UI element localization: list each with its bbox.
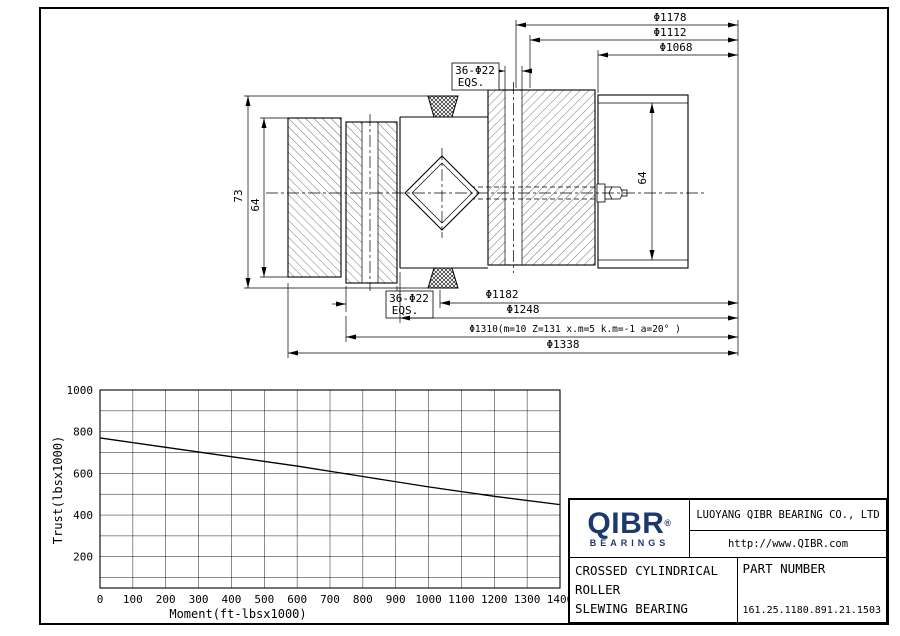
dim-phi1068-label: Φ1068 [659, 41, 692, 54]
y-tick-label: 400 [73, 509, 93, 522]
grease-passage [470, 186, 600, 200]
x-tick-label: 1000 [415, 593, 442, 606]
product-line-3: SLEWING BEARING [575, 601, 688, 616]
plot-border [99, 389, 561, 589]
dim-phi1338-label: Φ1338 [546, 338, 579, 351]
top-holes-label: 36-Φ22 [455, 64, 495, 77]
x-tick-label: 1400 [547, 593, 574, 606]
x-tick-label: 1300 [514, 593, 541, 606]
part-number-cell: PART NUMBER 161.25.1180.891.21.1503 [738, 558, 886, 622]
title-block-top-row: QIBR® BEARINGS LUOYANG QIBR BEARING CO.,… [570, 500, 886, 558]
part-number-value: 161.25.1180.891.21.1503 [742, 605, 881, 616]
title-block: QIBR® BEARINGS LUOYANG QIBR BEARING CO.,… [568, 498, 888, 624]
part-number-label: PART NUMBER [742, 561, 826, 576]
x-tick-label: 200 [156, 593, 176, 606]
x-tick-label: 300 [189, 593, 209, 606]
dimension-annotations: Φ1178 Φ1112 Φ1068 36-Φ22 EQS. 73 64 64 3… [232, 11, 739, 358]
x-tick-label: 800 [353, 593, 373, 606]
x-tick-label: 1200 [481, 593, 508, 606]
x-tick-label: 100 [123, 593, 143, 606]
bearing-cross-section [266, 82, 704, 291]
x-axis-label: Moment(ft-lbsx1000) [169, 607, 306, 621]
outer-ring [487, 89, 596, 266]
upper-seal [427, 95, 459, 118]
top-holes-callout-box [451, 62, 500, 91]
dim-64-right-label: 64 [636, 171, 649, 185]
x-tick-label: 500 [254, 593, 274, 606]
bottom-holes-eqs-label: EQS. [392, 304, 419, 317]
x-tick-label: 0 [97, 593, 104, 606]
product-line-1: CROSSED CYLINDRICAL [575, 563, 718, 578]
bottom-holes-callout-box [385, 290, 434, 319]
x-tick-label: 400 [221, 593, 241, 606]
product-description: CROSSED CYLINDRICAL ROLLER SLEWING BEARI… [570, 558, 738, 622]
dim-phi1178-label: Φ1178 [653, 11, 686, 24]
dim-phi1182-label: Φ1182 [485, 288, 518, 301]
logo-cell: QIBR® BEARINGS [570, 500, 690, 557]
y-tick-label: 800 [73, 426, 93, 439]
dim-phi1248-label: Φ1248 [506, 303, 539, 316]
x-tick-label: 600 [287, 593, 307, 606]
lower-seal [427, 267, 459, 289]
top-holes-eqs-label: EQS. [458, 76, 485, 89]
capacity-curve [99, 437, 561, 506]
logo-subtext: BEARINGS [589, 537, 670, 548]
company-website[interactable]: http://www.QIBR.com [727, 538, 849, 550]
y-tick-label: 1000 [67, 384, 94, 397]
registered-mark-icon: ® [664, 517, 672, 528]
y-tick-label: 600 [73, 467, 93, 480]
title-block-bottom-row: CROSSED CYLINDRICAL ROLLER SLEWING BEARI… [570, 558, 886, 622]
x-tick-label: 900 [386, 593, 406, 606]
bottom-holes-label: 36-Φ22 [389, 292, 429, 305]
company-name: LUOYANG QIBR BEARING CO., LTD [690, 500, 886, 531]
x-tick-label: 1100 [448, 593, 475, 606]
product-line-2: ROLLER [575, 582, 621, 597]
dim-64-left-label: 64 [249, 198, 262, 212]
sheet-frame [39, 7, 889, 625]
qibr-logo: QIBR® [587, 506, 672, 540]
dim-73-label: 73 [232, 189, 245, 202]
dim-phi1112-label: Φ1112 [653, 26, 686, 39]
x-tick-label: 700 [320, 593, 340, 606]
inner-ring-left-half [287, 117, 342, 278]
y-axis-label: Trust(lbsx1000) [51, 436, 65, 544]
dim-phi1310-gear-label: Φ1310(m=10 Z=131 x.m=5 k.m=-1 a=20° ) [469, 324, 681, 335]
company-cell: LUOYANG QIBR BEARING CO., LTD http://www… [690, 500, 886, 557]
y-tick-label: 200 [73, 551, 93, 564]
logo-text: QIBR [587, 506, 665, 540]
load-capacity-chart: 0 100 200 300 400 500 600 700 800 900 1000 1100 1200… [51, 384, 573, 621]
mounting-structure [597, 94, 689, 269]
